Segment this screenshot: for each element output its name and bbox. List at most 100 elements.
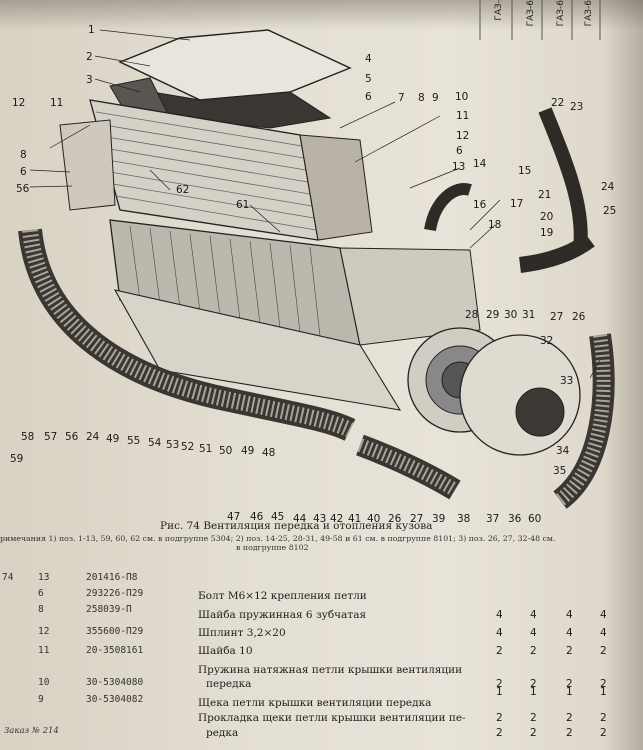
left-corrugated-hose [18,228,356,441]
svg-text:60: 60 [528,513,541,525]
heater-radiator [109,219,481,346]
svg-text:43: 43 [313,513,326,525]
svg-text:9: 9 [432,92,439,104]
svg-text:3: 3 [86,74,93,86]
svg-text:34: 34 [556,445,570,457]
quantity-cell: 2 [566,645,573,657]
quantity-cell: 1 [496,686,503,698]
quantity-cell: 2 [530,727,537,739]
svg-text:25: 25 [603,205,616,217]
curved-hose [424,183,472,232]
svg-text:59: 59 [10,453,23,465]
svg-text:57: 57 [44,431,57,443]
svg-text:58: 58 [21,431,34,443]
quantity-cell: 1 [600,686,607,698]
quantity-cell: 4 [496,609,503,621]
quantity-cell: 2 [600,712,607,724]
quantity-cell: 2 [566,712,573,724]
svg-text:19: 19 [540,227,553,239]
svg-text:56: 56 [65,431,79,443]
svg-text:40: 40 [367,513,380,525]
quantity-cell: 1 [566,686,573,698]
svg-text:39: 39 [432,513,445,525]
svg-text:37: 37 [486,513,499,525]
header-table-grid [479,0,601,40]
fan-assembly [407,327,581,456]
svg-text:49: 49 [241,445,254,457]
svg-text:49: 49 [106,433,119,445]
svg-text:16: 16 [473,199,487,211]
quantity-cell: 2 [566,727,573,739]
svg-text:21: 21 [538,189,551,201]
quantity-cell: 2 [600,727,607,739]
ventilation-exploded-diagram: 1 2 3 4 5 6 7 8 9 10 12 11 11 12 6 13 8 … [10,0,616,525]
vent-body [89,99,373,241]
part-description-cont: редка [206,727,239,739]
svg-text:10: 10 [455,91,468,103]
quantity-cell: 2 [496,727,503,739]
part-description: Прокладка щеки петли крышки вентиляции п… [198,712,466,724]
svg-text:1: 1 [88,24,95,36]
svg-text:4: 4 [365,53,372,65]
svg-text:52: 52 [181,441,194,453]
quantity-cell: 4 [600,627,607,639]
part-description: Щека петли крышки вентиляции передка [198,697,432,709]
svg-text:11: 11 [456,110,469,122]
svg-text:50: 50 [219,445,232,457]
svg-text:27: 27 [550,311,563,323]
svg-text:41: 41 [348,513,361,525]
svg-text:46: 46 [250,511,264,523]
svg-text:55: 55 [127,435,140,447]
svg-text:44: 44 [293,513,307,525]
quantity-cell: 4 [530,627,537,639]
svg-text:42: 42 [330,513,343,525]
quantity-cell: 2 [496,678,503,690]
part-description: Пружина натяжная петли крышки вентиляции [198,664,463,676]
quantity-cell: 2 [496,712,503,724]
leader-lines [29,29,601,379]
svg-text:6: 6 [365,91,372,103]
svg-text:53: 53 [166,439,179,451]
quantity-cell: 2 [530,678,537,690]
quantity-cell: 2 [566,678,573,690]
part-description-cont: передка [206,678,252,690]
svg-text:11: 11 [50,97,63,109]
svg-text:15: 15 [518,165,531,177]
svg-text:31: 31 [522,309,535,321]
svg-text:51: 51 [199,443,212,455]
svg-text:38: 38 [457,513,470,525]
quantity-cell: 2 [600,678,607,690]
left-bracket [59,119,116,211]
part-description: Шайба 10 [198,645,253,657]
callout-numbers: 1 2 3 4 5 6 7 8 9 10 12 11 11 12 6 13 8 … [10,24,616,525]
svg-text:48: 48 [262,447,275,459]
svg-text:24: 24 [86,431,100,443]
svg-text:12: 12 [12,97,25,109]
svg-text:33: 33 [560,375,573,387]
svg-text:20: 20 [540,211,553,223]
part-description: Шплинт 3,2×20 [198,627,286,639]
svg-text:45: 45 [271,511,284,523]
svg-text:32: 32 [540,335,553,347]
heater-housing [113,289,402,411]
quantity-cell: 2 [600,645,607,657]
svg-text:8: 8 [20,149,27,161]
figure-caption: Рис. 74 Вентиляция передка и отопления к… [160,520,433,532]
quantity-cell: 2 [530,712,537,724]
svg-text:29: 29 [486,309,499,321]
quantity-cell: 4 [530,609,537,621]
svg-text:56: 56 [16,183,30,195]
svg-text:30: 30 [504,309,517,321]
quantity-cell: 4 [600,609,607,621]
svg-text:54: 54 [148,437,162,449]
svg-text:23: 23 [570,101,583,113]
quantity-cell: 4 [566,627,573,639]
part-description: Шайба пружинная 6 зубчатая [198,609,367,621]
svg-text:47: 47 [227,511,240,523]
